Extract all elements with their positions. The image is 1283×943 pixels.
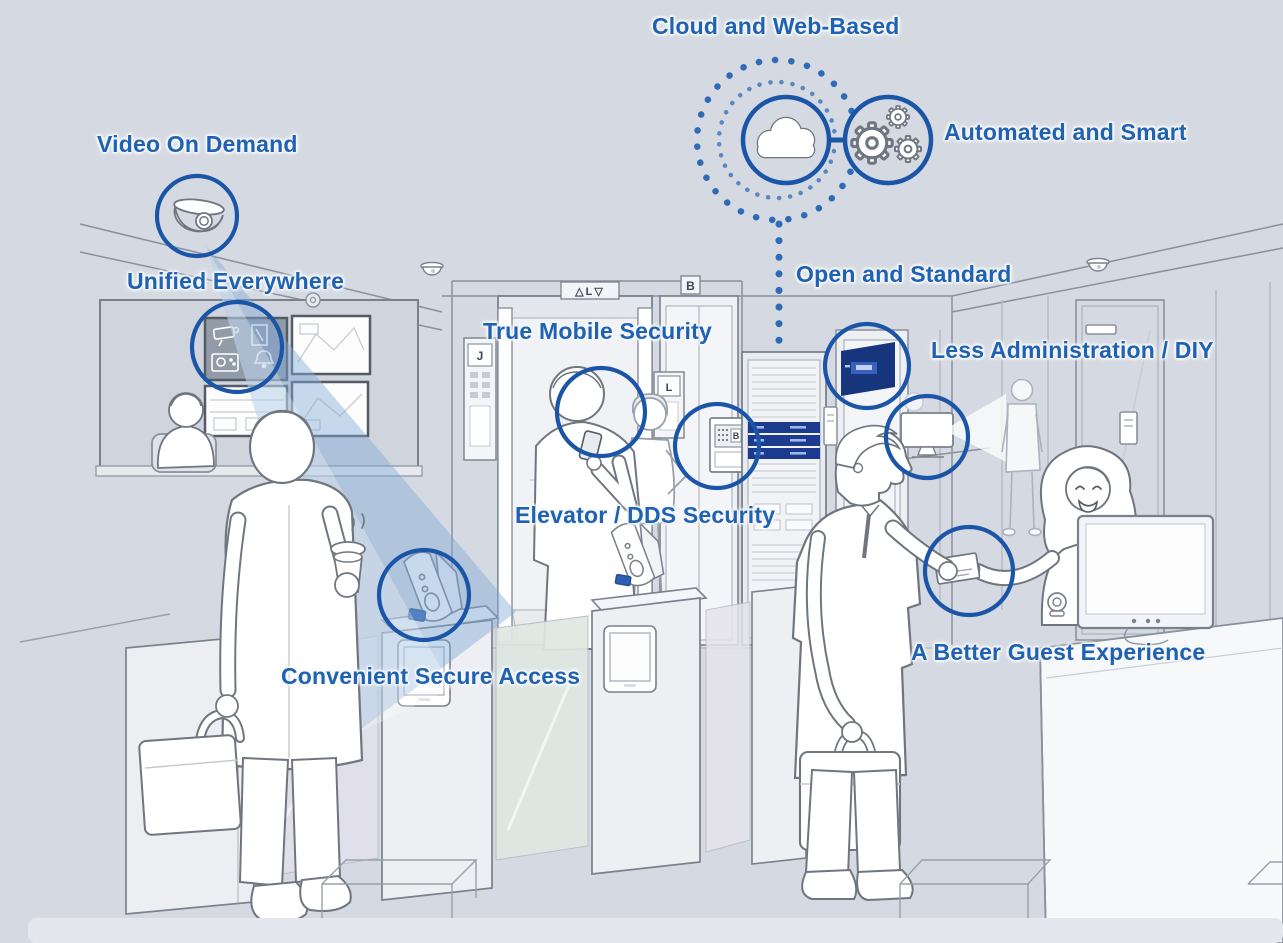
label-true-mobile-security: True Mobile Security: [483, 318, 712, 344]
label-video-on-demand: Video On Demand: [97, 131, 298, 157]
hallway-person: [1001, 378, 1043, 537]
callout-circle-admin: [883, 393, 971, 481]
svg-text:J: J: [477, 349, 484, 363]
callout-circle-sign: [822, 321, 912, 411]
elevator-car-indicator: B: [680, 275, 701, 295]
label-automated-and-smart: Automated and Smart: [944, 119, 1187, 145]
cloud-icon: [756, 116, 816, 159]
wall-reader-icon: [1119, 411, 1138, 445]
label-elevator-dds-security: Elevator / DDS Security: [515, 502, 776, 528]
desk-webcam-icon: [1047, 592, 1067, 617]
callout-circles: [154, 173, 1016, 643]
svg-text:B: B: [733, 431, 740, 441]
dds-keypad-terminal: B: [709, 417, 749, 473]
reception-monitor: [1076, 514, 1215, 646]
callout-circle-video: [154, 173, 240, 259]
callout-circle-unified: [189, 299, 285, 395]
brand-wall-sign: [841, 342, 895, 396]
label-less-administration-diy: Less Administration / DIY: [931, 337, 1214, 363]
security-operator: [151, 392, 217, 473]
elevator-direction-panel: △L▽: [560, 281, 620, 300]
dome-camera-icon: [173, 198, 225, 233]
hallway-light-cone: [944, 394, 1006, 462]
reception-desk: [1039, 514, 1283, 943]
cloud-callout-cluster: [693, 56, 934, 360]
monitor-camera-views: [203, 314, 372, 438]
dome-camera-small-right: [1086, 257, 1110, 272]
label-unified-everywhere: Unified Everywhere: [127, 268, 345, 294]
mobile-user: [532, 366, 646, 652]
dome-camera-small-center: [420, 261, 444, 276]
gate-tablet-icon-2: [603, 625, 657, 693]
callout-circle-dds: [672, 401, 762, 491]
monitor-alarm-tiles: [203, 316, 289, 382]
callout-circle-access: [376, 547, 472, 643]
floor-strip: [28, 918, 1283, 943]
label-cloud-and-web-based: Cloud and Web-Based: [652, 13, 900, 39]
callout-circle-mobile: [554, 365, 648, 459]
label-convenient-secure-access: Convenient Secure Access: [281, 663, 581, 689]
label-a-better-guest-experience: A Better Guest Experience: [911, 639, 1206, 665]
label-open-and-standard: Open and Standard: [796, 261, 1012, 287]
hall-call-panel-left: J: [463, 337, 497, 461]
svg-text:L: L: [666, 382, 673, 394]
svg-text:B: B: [686, 279, 695, 293]
card-reader-icon-2: [610, 522, 665, 587]
businessman: [791, 424, 958, 902]
svg-text:△L▽: △L▽: [574, 286, 605, 298]
foreground-visitor: [138, 409, 366, 923]
turnstile-pedestal-right: [590, 587, 708, 875]
desktop-monitor-icon: [900, 412, 954, 458]
callout-circle-guest: [922, 524, 1016, 618]
